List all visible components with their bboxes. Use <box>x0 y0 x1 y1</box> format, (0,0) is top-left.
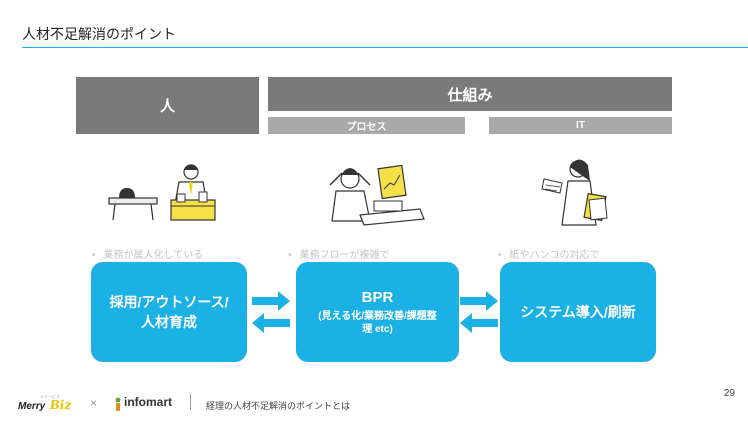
double-arrow-icon <box>460 291 498 333</box>
person-bullet-list: 業務が属人化している <box>92 249 252 366</box>
footer-divider <box>190 394 191 410</box>
list-item: 業務フローが複雑で <box>288 249 463 262</box>
system-solution-label: システム導入/刷新 <box>520 304 636 320</box>
bpr-subtitle-line-1: (見える化/業務改善/課題整 <box>318 310 437 322</box>
header-process: プロセス <box>268 117 465 134</box>
merrybiz-logo: メリービズ Merry Biz <box>18 394 72 414</box>
header-it: IT <box>489 117 672 134</box>
stressed-desk-illustration <box>329 164 425 226</box>
it-bullet-list: 紙やハンコの対応で <box>498 249 658 366</box>
list-item: 業務が属人化している <box>92 249 252 262</box>
merrybiz-logo-merry: Merry <box>18 401 46 412</box>
office-worker-illustration <box>108 164 216 221</box>
footer: メリービズ Merry Biz × infomart 経理の人材不足解消のポイン… <box>18 392 418 420</box>
title-divider <box>22 47 748 48</box>
process-bullet-list: 業務フローが複雑で <box>288 249 463 366</box>
merrybiz-logo-biz: Biz <box>49 398 72 412</box>
page-number: 29 <box>723 388 735 399</box>
double-arrow-icon <box>252 291 290 333</box>
footer-caption: 経理の人材不足解消のポイントとは <box>206 401 351 411</box>
times-separator: × <box>90 396 98 410</box>
woman-with-documents-illustration <box>541 159 608 226</box>
header-mechanism: 仕組み <box>268 77 672 111</box>
hr-solution-line-2: 人材育成 <box>141 314 197 330</box>
hr-solution-line-1: 採用/アウトソース/ <box>109 294 229 310</box>
hr-solution-box: 採用/アウトソース/ 人材育成 <box>91 262 247 362</box>
header-person: 人 <box>76 77 259 134</box>
bpr-solution-box: BPR (見える化/業務改善/課題整 理 etc) <box>296 262 459 362</box>
bpr-subtitle-line-2: 理 etc) <box>362 323 393 335</box>
bpr-title: BPR <box>361 288 394 306</box>
system-solution-box: システム導入/刷新 <box>500 262 656 362</box>
merrybiz-logo-small: メリービズ <box>40 394 60 399</box>
slide-title: 人材不足解消のポイント <box>22 26 176 42</box>
infomart-logo-icon <box>115 397 121 411</box>
infomart-logo: infomart <box>124 395 172 409</box>
list-item: 紙やハンコの対応で <box>498 249 658 262</box>
